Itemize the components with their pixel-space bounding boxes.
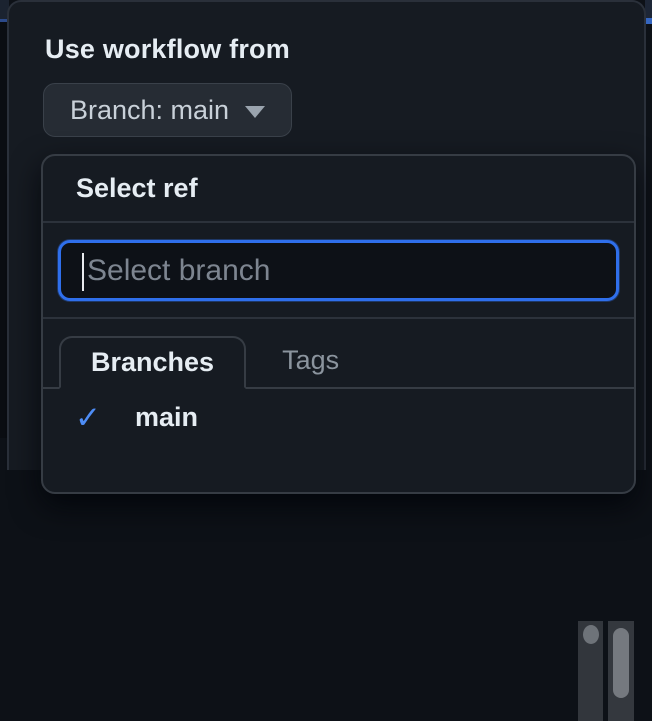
select-ref-title: Select ref — [76, 173, 198, 203]
branch-search-input[interactable] — [58, 240, 619, 301]
page-edge-right-top — [645, 0, 652, 18]
page-edge-right — [645, 0, 652, 438]
page-edge-left-blue-line — [0, 19, 9, 22]
branch-selector-button[interactable]: Branch: main — [43, 83, 293, 137]
branch-list: ✓ main — [43, 389, 634, 721]
page-edge-left-top — [0, 0, 9, 19]
ref-filter-section — [43, 223, 634, 319]
scrollbar-thumb-inner[interactable] — [583, 625, 599, 644]
use-workflow-from-label: Use workflow from — [45, 34, 290, 64]
tab-tags-label: Tags — [282, 345, 340, 375]
page-edge-left — [0, 0, 9, 438]
branch-selector-label: Branch: main — [70, 94, 230, 125]
scrollbar-thumb-outer[interactable] — [613, 628, 629, 698]
scrollbar-track-inner[interactable] — [578, 621, 603, 721]
branch-list-item-main[interactable]: ✓ main — [43, 389, 634, 445]
ref-selector-menu: Select ref Branches Tags ✓ main — [41, 154, 636, 721]
run-workflow-dropdown: Use workflow from Branch: main Select re… — [7, 0, 646, 721]
tab-branches[interactable]: Branches — [59, 336, 247, 389]
branch-item-label: main — [135, 401, 199, 432]
tab-branches-label: Branches — [91, 347, 215, 377]
triangle-down-icon — [245, 106, 266, 118]
check-icon: ✓ — [75, 399, 101, 435]
tab-tags[interactable]: Tags — [246, 334, 375, 387]
ref-type-tabs: Branches Tags — [43, 319, 634, 389]
page-edge-right-blue-line — [645, 18, 652, 24]
text-caret — [82, 253, 84, 291]
scrollbar-track-outer[interactable] — [608, 621, 634, 721]
ref-selector-header: Select ref — [43, 156, 634, 223]
